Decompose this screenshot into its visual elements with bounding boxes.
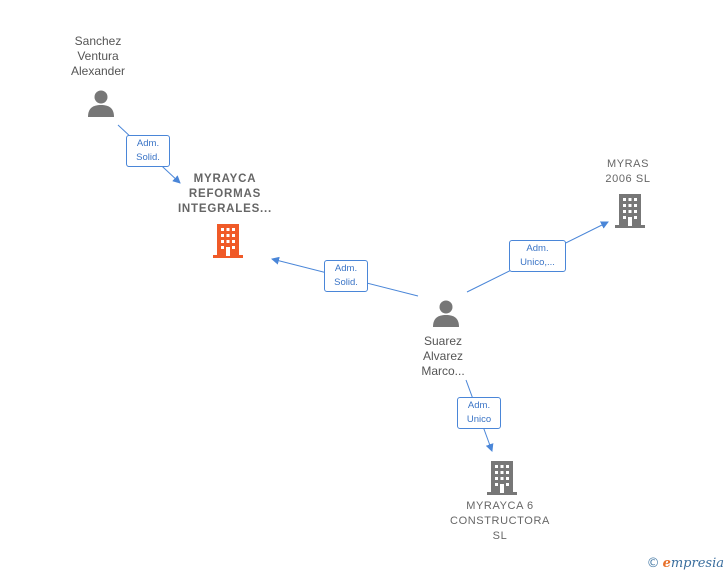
edge-label-suarez-constructora-role[interactable]: Adm. Unico bbox=[457, 397, 501, 429]
person-name-suarez[interactable]: Suarez Alvarez Marco... bbox=[383, 334, 503, 379]
edge-label-sanchez-role[interactable]: Adm. Solid. bbox=[126, 135, 170, 167]
brand-initial: e bbox=[662, 556, 671, 571]
company-name-myrayca-reformas[interactable]: MYRAYCA REFORMAS INTEGRALES... bbox=[165, 172, 285, 217]
role-line: Adm. bbox=[526, 243, 549, 254]
person-icon[interactable] bbox=[431, 298, 461, 328]
name-line: SL bbox=[492, 530, 508, 542]
edge-label-suarez-myras-role[interactable]: Adm. Unico,... bbox=[509, 240, 566, 272]
name-line: Alexander bbox=[70, 64, 126, 78]
company-name-myras[interactable]: MYRAS 2006 SL bbox=[568, 157, 688, 187]
name-line: CONSTRUCTORA bbox=[450, 515, 550, 527]
role-line: Solid. bbox=[334, 277, 358, 288]
role-line: Solid. bbox=[136, 152, 160, 163]
person-icon[interactable] bbox=[86, 88, 116, 118]
brand-name: mpresia bbox=[670, 556, 724, 571]
building-icon[interactable] bbox=[613, 192, 647, 228]
role-line: Adm. bbox=[334, 263, 358, 274]
person-name-sanchez[interactable]: Sanchez Ventura Alexander bbox=[38, 34, 158, 79]
role-line: Adm. bbox=[467, 400, 491, 411]
building-icon[interactable] bbox=[211, 222, 245, 258]
name-line: MYRAYCA 6 bbox=[466, 500, 534, 512]
role-line: Unico,... bbox=[520, 257, 555, 268]
name-line: Sanchez bbox=[74, 34, 122, 48]
name-line: Marco... bbox=[421, 364, 465, 378]
name-line: MYRAS bbox=[606, 158, 650, 170]
empresia-logo: ©empresia bbox=[647, 556, 724, 571]
name-line: MYRAYCA bbox=[193, 173, 257, 185]
role-line: Unico bbox=[466, 414, 492, 425]
role-line: Adm. bbox=[136, 138, 160, 149]
name-line: 2006 SL bbox=[605, 173, 651, 185]
name-line: Suarez bbox=[423, 334, 463, 348]
building-icon[interactable] bbox=[485, 459, 519, 495]
copyright-symbol: © bbox=[646, 556, 660, 571]
company-name-myrayca-constructora[interactable]: MYRAYCA 6 CONSTRUCTORA SL bbox=[440, 499, 560, 544]
name-line: REFORMAS bbox=[188, 188, 262, 200]
name-line: Alvarez bbox=[422, 349, 463, 363]
name-line: Ventura bbox=[77, 49, 119, 63]
edge-label-suarez-reformas-role[interactable]: Adm. Solid. bbox=[324, 260, 368, 292]
name-line: INTEGRALES... bbox=[177, 203, 273, 215]
